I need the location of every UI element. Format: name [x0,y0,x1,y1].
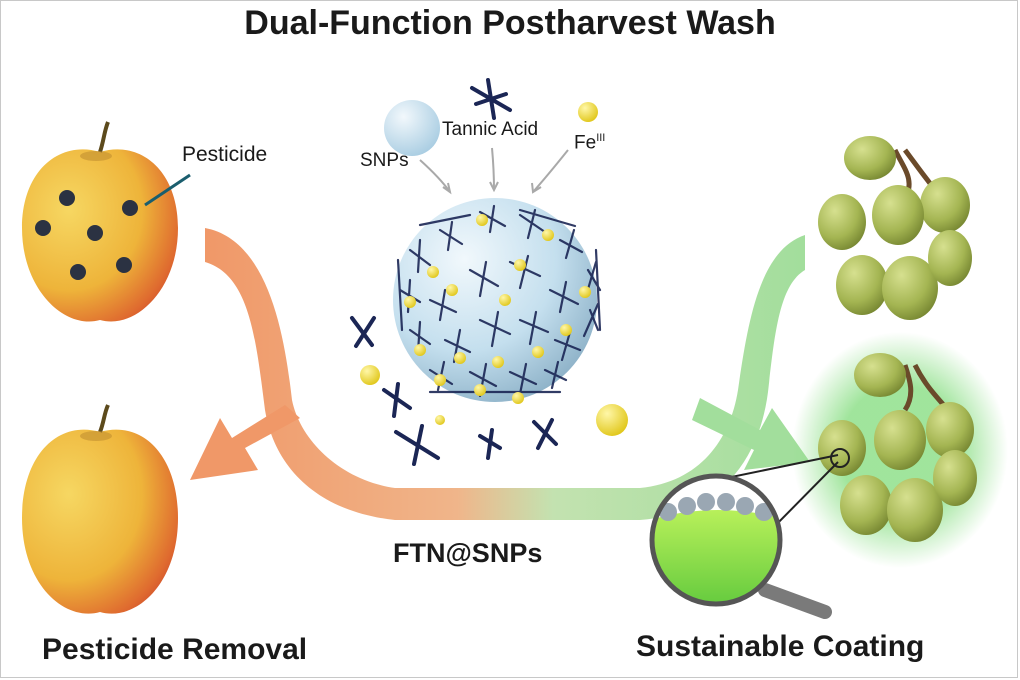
apple-with-pesticide [22,121,191,322]
pesticide-pointer-line [144,173,191,207]
snps-label: SNPs [360,150,409,171]
ingredients [384,78,598,195]
diagram-title: Dual-Function Postharvest Wash [244,4,776,42]
pesticide-label: Pesticide [182,143,268,166]
grapes-uncoated [818,136,972,320]
tannic-acid-label: Tannic Acid [442,119,539,140]
ftn-snps-label: FTN@SNPs [393,538,543,568]
fe-label: FeIII [574,132,605,154]
free-fragments [350,316,628,466]
arrow-head-left [190,405,300,480]
pesticide-removal-label: Pesticide Removal [42,633,308,666]
fe-particles-on-sphere [404,214,591,404]
tannic-acid-icon [470,78,512,120]
magnifier-handle [758,583,832,619]
fe-label-base: Fe [574,132,597,154]
magnifier-lens [649,473,783,607]
snp-particle-icon [384,100,440,156]
sustainable-coating-label: Sustainable Coating [636,630,925,663]
ftn-snp-nanoparticle [393,198,602,404]
fe-particle-icon [578,102,598,122]
pesticide-molecule-icon [35,190,138,280]
grapes-coated [792,332,1008,568]
arrow-head-right [692,398,810,470]
clean-apple [22,404,178,614]
magnifier-zoom [649,448,850,619]
fe-label-superscript: III [596,132,606,144]
process-flow-arrow [190,228,810,520]
